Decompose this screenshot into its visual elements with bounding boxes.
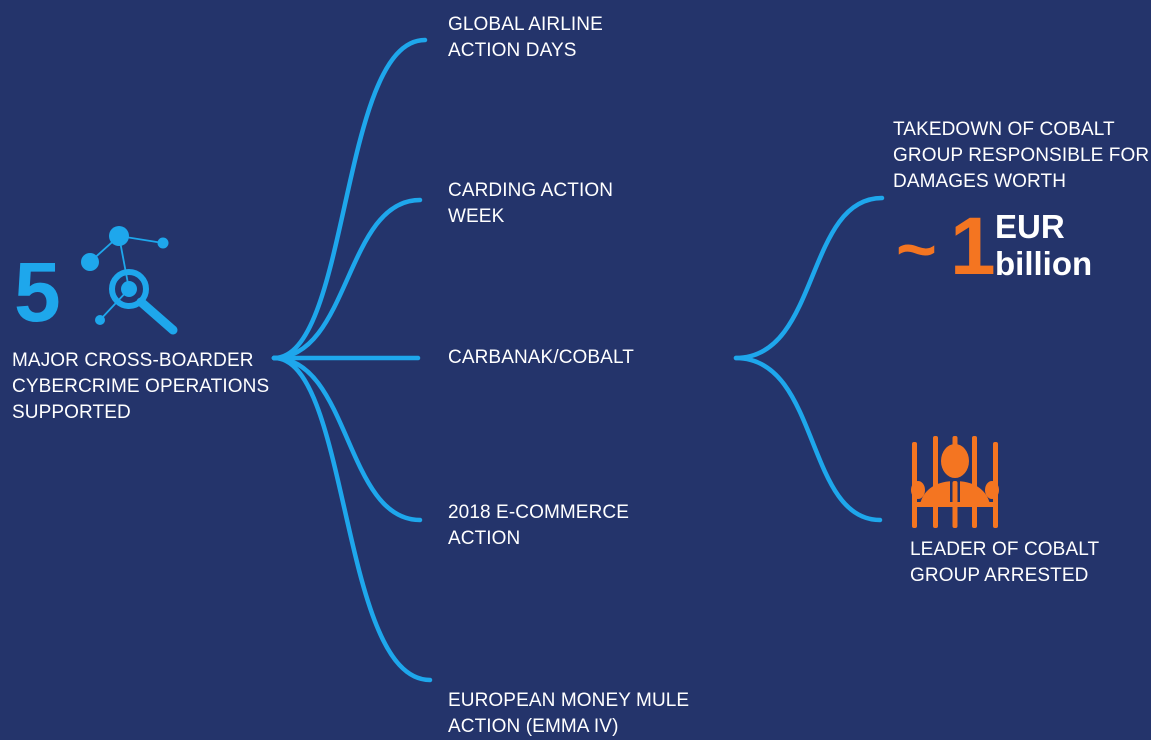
operation-label-line: CARBANAK/COBALT bbox=[448, 347, 634, 368]
arrest-caption-line: LEADER OF COBALT bbox=[910, 539, 1100, 560]
operation-label-line: GLOBAL AIRLINE bbox=[448, 14, 603, 35]
summary-caption-line: CYBERCRIME OPERATIONS bbox=[12, 376, 270, 397]
operation-label-line: ACTION bbox=[448, 528, 521, 549]
operations-count: 5 bbox=[14, 245, 61, 339]
connector-to-arrest bbox=[733, 355, 883, 523]
operation-label-line: 2018 E-COMMERCE bbox=[448, 502, 629, 523]
operation-label-line: EUROPEAN MONEY MULE bbox=[448, 690, 690, 711]
operation-label-line: ACTION (EMMA IV) bbox=[448, 716, 619, 737]
operation-global-airline-action-days: GLOBAL AIRLINE ACTION DAYS bbox=[448, 12, 603, 64]
operation-label-line: CARDING ACTION bbox=[448, 180, 614, 201]
approx-symbol: ~ bbox=[896, 210, 937, 288]
arrest-caption-line: GROUP ARRESTED bbox=[910, 565, 1089, 586]
damages-amount: 1 bbox=[950, 201, 996, 292]
summary-caption-line: MAJOR CROSS-BOARDER bbox=[12, 350, 254, 371]
operation-label-line: WEEK bbox=[448, 206, 505, 227]
network-magnifier-icon bbox=[81, 226, 178, 335]
operation-carbanak-cobalt: CARBANAK/COBALT bbox=[448, 345, 634, 371]
summary-caption: MAJOR CROSS-BOARDER CYBERCRIME OPERATION… bbox=[12, 348, 269, 426]
connector-to-global-airline bbox=[271, 37, 428, 361]
connector-to-ecommerce-action bbox=[271, 355, 423, 523]
operation-label-line: ACTION DAYS bbox=[448, 40, 577, 61]
summary-caption-line: SUPPORTED bbox=[12, 402, 131, 423]
operation-ecommerce-action: 2018 E-COMMERCE ACTION bbox=[448, 500, 629, 552]
takedown-caption-line: DAMAGES WORTH bbox=[893, 171, 1067, 192]
connector-to-takedown bbox=[733, 195, 885, 361]
arrest-caption: LEADER OF COBALT GROUP ARRESTED bbox=[910, 537, 1099, 589]
takedown-caption: TAKEDOWN OF COBALT GROUP RESPONSIBLE FOR… bbox=[893, 117, 1149, 195]
operation-carding-action-week: CARDING ACTION WEEK bbox=[448, 178, 613, 230]
prisoner-behind-bars-icon bbox=[911, 436, 999, 528]
damages-currency: EUR bbox=[995, 208, 1065, 245]
damages-unit: EUR billion bbox=[995, 208, 1092, 282]
operation-emma-iv: EUROPEAN MONEY MULE ACTION (EMMA IV) bbox=[448, 688, 689, 740]
takedown-caption-line: GROUP RESPONSIBLE FOR bbox=[893, 145, 1150, 166]
damages-magnitude: billion bbox=[995, 245, 1093, 282]
connector-to-emma-iv bbox=[271, 355, 433, 683]
takedown-caption-line: TAKEDOWN OF COBALT bbox=[893, 119, 1115, 140]
connector-to-carding-action bbox=[271, 197, 423, 361]
